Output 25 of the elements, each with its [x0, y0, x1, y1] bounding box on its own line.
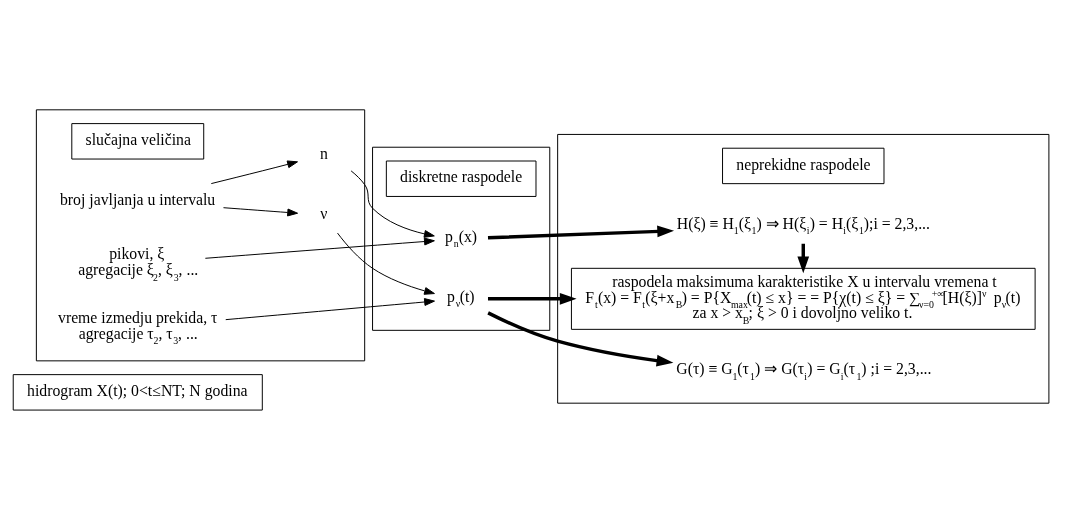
node-box: raspodela maksimuma karakteristike X u intervalu vremena t F$_{t}$(x) = F$_{t}$(ξ+x$_{B}$) = P{X$_{max}$(t) ≤ x} = = P{χ(t) ≤ ξ} = ∑$_{ν=0}$$^{+∞}$[H(ξ)]$^{ν}$ p$_{ν}$(t) za x > x$_{B}$; ξ > 0 i dovoljno veliko t. [570, 267, 1036, 330]
cluster [372, 146, 551, 331]
node-text: p$_{ν}$(t) [446, 287, 475, 309]
cluster [35, 108, 366, 361]
node-box: slučajna veličina [71, 122, 205, 160]
arrow [350, 169, 435, 238]
node-text: H(ξ) ≡ H$_{1}$(ξ$_{1}$) ⇒ H(ξ$_{i}$) = H$_{i}$(ξ$_{1}$);i = 2,3,... [676, 214, 931, 236]
node-text: p$_{n}$(x) [444, 227, 478, 249]
arrow [487, 225, 675, 240]
node-text: ν [320, 204, 328, 222]
arrow [204, 237, 435, 259]
arrow [488, 292, 577, 305]
arrow [487, 310, 674, 366]
node-text: n [319, 144, 328, 162]
node-text: G(τ) ≡ G$_{1}$(τ$_{1}$) ⇒ G(τ$_{i}$) = G$_{i}$(τ$_{1}$) ;i = 2,3,... [676, 359, 932, 382]
arrow [223, 206, 299, 216]
arrow [210, 159, 298, 184]
node-box: diskretne raspodele [385, 160, 537, 197]
node-text: vreme izmedju prekida, τ agregacije τ$_{2}$, τ$_{3}$, ... [58, 308, 218, 346]
node-box: neprekidne raspodele [722, 147, 885, 184]
arrow [225, 297, 435, 320]
arrow [337, 232, 435, 295]
node-box: hidrogram X(t); 0<t≤NT; N godina [12, 373, 263, 411]
node-text: pikovi, ξ agregacije ξ$_{2}$, ξ$_{3}$, ... [78, 244, 199, 283]
node-text: broj javljanja u intervalu [59, 190, 216, 208]
